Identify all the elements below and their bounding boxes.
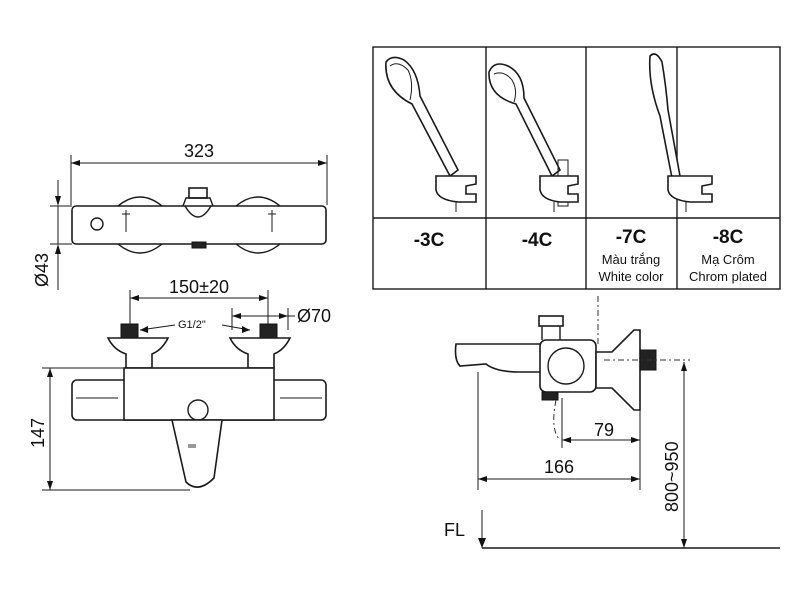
arrow — [55, 244, 61, 254]
left-dome — [117, 196, 163, 207]
left-escutcheon — [106, 337, 170, 369]
dim-label-43: Ø43 — [32, 253, 52, 287]
top-view: 323 Ø43 — [32, 141, 328, 290]
diverter-stem — [541, 326, 561, 340]
arrow-left — [71, 160, 80, 166]
left-inlet-nut — [120, 323, 139, 339]
thread-label: G1/2" — [178, 319, 206, 331]
variant-code-8c: -8C — [713, 227, 744, 248]
variant-table: -3C -4C -7C Màu trắng White color -8C Mạ… — [372, 46, 781, 290]
dim-label-70: Ø70 — [297, 306, 331, 326]
variant-7c-line2: White color — [598, 269, 664, 284]
hand-shower-7c — [648, 53, 713, 212]
arrow-right — [318, 160, 327, 166]
spout-top — [184, 205, 212, 218]
mixer-body-top — [71, 205, 327, 245]
arrow — [140, 326, 148, 333]
side-view: 79 166 800~950 FL — [444, 296, 780, 549]
variant-8c-line1: Mạ Crôm — [701, 252, 754, 267]
escutcheon-side — [595, 329, 641, 411]
right-dome-lower — [235, 243, 281, 254]
table-border — [372, 46, 781, 290]
arrow — [47, 368, 53, 377]
variant-7c-line1: Màu trắng — [602, 252, 661, 267]
outlet-nut-side — [541, 391, 559, 401]
logo-mark — [188, 444, 196, 448]
variant-8c-line2: Chrom plated — [689, 269, 767, 284]
left-dome-lower — [117, 243, 163, 254]
variant-code-7c: -7C — [616, 227, 647, 248]
dim-label-150: 150±20 — [169, 277, 229, 297]
right-dome — [235, 196, 281, 207]
diverter-base — [182, 197, 214, 207]
arrow — [681, 539, 687, 548]
arrow — [55, 196, 61, 206]
dim-label-79: 79 — [594, 420, 614, 440]
arrow — [130, 295, 139, 301]
variant-code-3c: -3C — [414, 230, 445, 251]
arrow — [242, 326, 250, 333]
hand-shower-4c — [488, 63, 579, 212]
arrow — [681, 362, 687, 371]
floor-level-label: FL — [444, 520, 465, 540]
right-inlet-nut — [259, 323, 278, 339]
arrow — [232, 313, 241, 319]
dim-label-323: 323 — [184, 141, 214, 161]
diverter-top — [538, 315, 564, 327]
hand-shower-3c — [385, 56, 477, 212]
arrow — [259, 295, 268, 301]
arrow — [562, 437, 571, 443]
spout-front — [170, 419, 223, 488]
button-circle — [90, 217, 104, 231]
handle-side — [547, 347, 585, 385]
centre-line — [553, 399, 561, 441]
dim-label-800-950: 800~950 — [662, 441, 682, 512]
variant-code-4c: -4C — [522, 230, 553, 251]
arrow — [631, 437, 640, 443]
arrow — [478, 476, 487, 482]
arrow — [478, 538, 486, 548]
front-view: 150±20 G1/2" Ø70 147 — [28, 277, 331, 491]
spout-side — [454, 343, 549, 373]
outlet-nut — [191, 241, 207, 249]
right-escutcheon — [228, 337, 292, 369]
diverter-knob — [188, 187, 208, 199]
dim-label-147: 147 — [28, 418, 48, 448]
arrow — [47, 481, 53, 490]
mixer-center — [123, 367, 275, 421]
arrow — [279, 313, 288, 319]
arrow — [631, 476, 640, 482]
dim-label-166: 166 — [544, 457, 574, 477]
